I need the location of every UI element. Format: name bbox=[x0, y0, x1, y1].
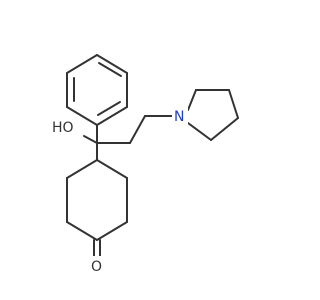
bond bbox=[228, 89, 239, 119]
bond bbox=[187, 122, 212, 141]
bond bbox=[96, 54, 128, 74]
bond bbox=[83, 135, 98, 144]
bond bbox=[66, 159, 98, 179]
bond bbox=[187, 89, 197, 111]
structure-diagram: HO N O bbox=[52, 54, 239, 275]
phenyl-ring bbox=[66, 54, 128, 126]
ketone-oxygen-label: O bbox=[91, 259, 102, 275]
bond bbox=[129, 115, 146, 144]
bond bbox=[98, 62, 122, 77]
bond bbox=[66, 54, 98, 74]
bond bbox=[96, 159, 128, 179]
nitrogen-label: N bbox=[174, 109, 184, 125]
bond bbox=[97, 101, 121, 116]
label-background bbox=[52, 117, 80, 135]
cyclohexanone-ring bbox=[66, 159, 128, 241]
label-background bbox=[89, 256, 105, 274]
bond bbox=[96, 106, 128, 126]
bond bbox=[66, 106, 98, 126]
label-background bbox=[172, 106, 188, 124]
bond bbox=[66, 221, 98, 241]
pyrrolidine-ring bbox=[187, 89, 239, 141]
bond bbox=[210, 117, 239, 141]
bond bbox=[96, 221, 128, 241]
hydroxyl-label: HO bbox=[52, 120, 74, 136]
